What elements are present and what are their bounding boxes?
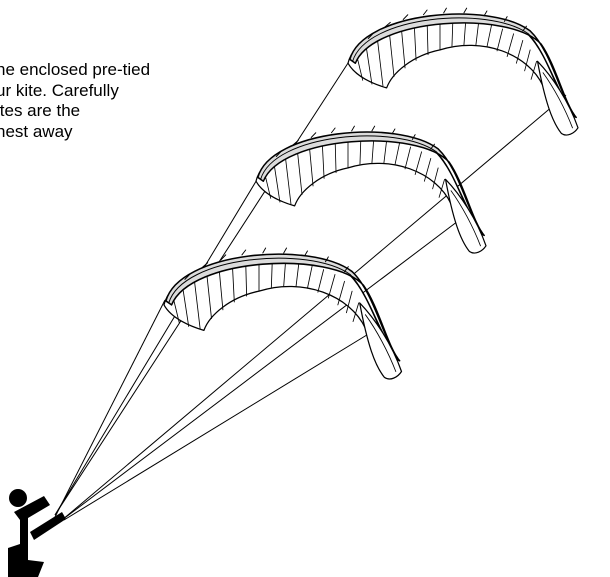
front-kite xyxy=(164,248,402,379)
kite-flyer-icon xyxy=(8,489,66,577)
line-to-middle-kite-left xyxy=(55,178,258,515)
line-to-front-kite-left xyxy=(55,300,165,517)
line-to-front-kite-right xyxy=(64,330,375,520)
middle-kite xyxy=(256,126,486,253)
flying-lines xyxy=(55,60,566,520)
back-kite xyxy=(348,8,578,135)
